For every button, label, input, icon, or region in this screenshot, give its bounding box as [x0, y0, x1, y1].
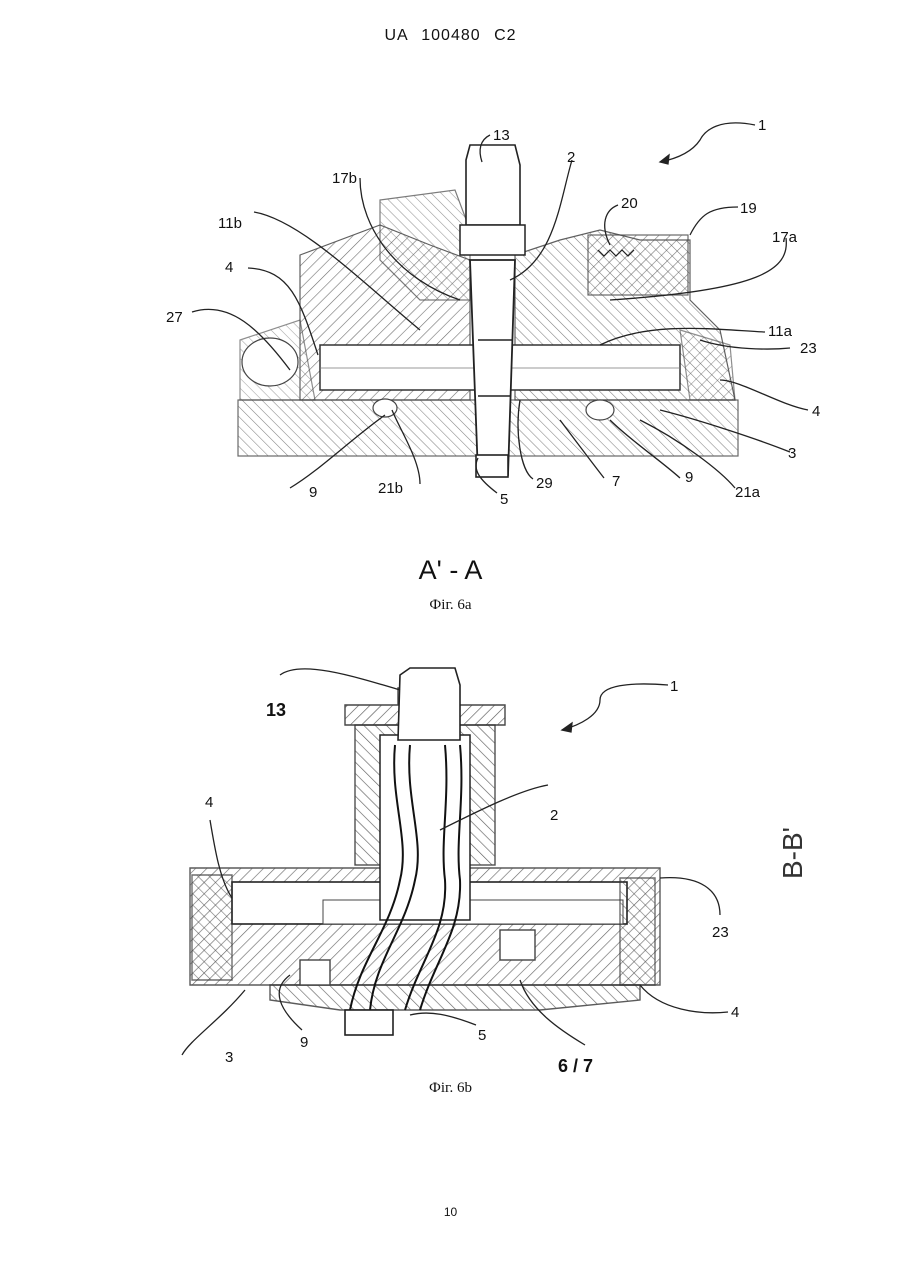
fig6a-ref-19: 19: [740, 200, 757, 217]
figure-6a-drawing: 1 13 2 17b 20 19 11b 17a 4 27 11a 23 4 3…: [0, 0, 901, 560]
fig6b-ref-2: 2: [550, 807, 558, 824]
fig6a-ref-2: 2: [567, 149, 575, 166]
figure-6b-drawing: 1 13 2 4 23 4 3 9 5 6 / 7: [0, 640, 901, 1090]
figure-caption-6b: Фіг. 6b: [0, 1080, 901, 1097]
fig6a-ref-13: 13: [493, 127, 510, 144]
fig6a-ref-21a: 21a: [735, 484, 761, 501]
fig6b-ref-13: 13: [266, 700, 286, 720]
fig6a-ref-11b: 11b: [218, 215, 242, 232]
fig6b-ref-3: 3: [225, 1049, 233, 1066]
figure-caption-6a: Фіг. 6а: [0, 597, 901, 614]
fig6b-ref-5: 5: [478, 1027, 486, 1044]
fig6a-ref-4: 4: [225, 259, 233, 276]
assembly-body-b: [190, 668, 660, 1035]
fig6a-ref-7: 7: [612, 473, 620, 490]
fig6b-ref-1: 1: [670, 678, 678, 695]
fig6a-ref-4-right: 4: [812, 403, 820, 420]
fig6a-ref-23: 23: [800, 340, 817, 357]
section-label-b: B-B': [777, 818, 807, 888]
fig6a-ref-5: 5: [500, 491, 508, 508]
fig6a-ref-17b: 17b: [332, 170, 357, 187]
fig6b-ref-4-right: 4: [731, 1004, 739, 1021]
section-label-a: A' - A: [0, 555, 901, 586]
fig6a-ref-27: 27: [166, 309, 183, 326]
page-number: 10: [0, 1205, 901, 1219]
fig6b-ref-6-7: 6 / 7: [558, 1056, 593, 1076]
fig6b-ref-23: 23: [712, 924, 729, 941]
fig6b-ref-4: 4: [205, 794, 213, 811]
assembly-body: [238, 145, 738, 477]
fig6a-ref-20: 20: [621, 195, 638, 212]
fig6b-ref-9: 9: [300, 1034, 308, 1051]
fig6a-ref-29: 29: [536, 475, 553, 492]
fig6a-ref-1: 1: [758, 117, 766, 134]
fig6a-ref-21b: 21b: [378, 480, 403, 497]
fig6a-ref-3: 3: [788, 445, 796, 462]
fig6a-ref-9-right: 9: [685, 469, 693, 486]
fig6a-ref-9: 9: [309, 484, 317, 501]
fig6a-ref-17a: 17a: [772, 229, 798, 246]
fig6a-ref-11a: 11a: [768, 323, 793, 340]
